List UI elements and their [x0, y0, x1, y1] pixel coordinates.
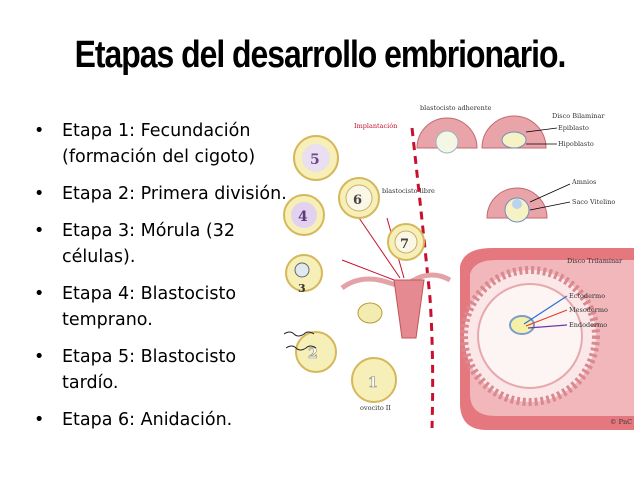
implantation-stage-a [416, 117, 478, 154]
label-copyright: © PnC 98 [610, 418, 634, 426]
stage-text: Etapa 1: Fecundación (formación del cigo… [62, 121, 256, 167]
stage-6-cell: 6 [338, 177, 380, 219]
label-hipoblasto: Hipoblasto [558, 140, 594, 148]
label-blastocisto-adherente: blastocisto adherente [420, 104, 491, 112]
stage-1-number: 1 [368, 375, 378, 391]
stage-3-number: 3 [298, 282, 306, 295]
stage-7-number: 7 [400, 237, 409, 252]
label-saco-vitelino: Saco Vitelino [572, 198, 615, 206]
stage-6-number: 6 [353, 193, 362, 208]
uterus-icon [340, 272, 452, 339]
stage-5-number: 5 [310, 152, 320, 168]
stage-item: • Etapa 6: Anidación. [28, 407, 290, 433]
label-ectodermo: Ectodermo [569, 292, 605, 300]
stage-text: Etapa 2: Primera división. [62, 184, 287, 204]
stage-2-number: 2 [308, 346, 318, 362]
bullet-icon: • [34, 284, 45, 304]
bullet-icon: • [34, 347, 45, 367]
label-disco-bilaminar: Disco Bilaminar [552, 112, 605, 120]
stage-item: • Etapa 5: Blastocisto tardío. [28, 344, 290, 396]
stage-2-cell: 2 [295, 331, 337, 373]
implantation-path [410, 127, 435, 429]
bullet-icon: • [34, 121, 45, 141]
stage-7-cell: 7 [387, 223, 425, 261]
stage-item: • Etapa 1: Fecundación (formación del cig… [28, 118, 290, 170]
label-epiblasto: Epiblasto [558, 124, 589, 132]
implantation-stage-c [486, 187, 548, 223]
embryo-development-diagram: Disco Trilaminar Ectodermo Mesodermo End… [283, 104, 634, 430]
stage-item: • Etapa 3: Mórula (32 células). [28, 218, 290, 270]
stage-text: Etapa 3: Mórula (32 células). [62, 221, 235, 267]
sperm-icon [285, 345, 317, 351]
stage-5-cell: 5 [293, 135, 339, 181]
label-blastocisto-libre: blastocisto libre [382, 187, 435, 195]
slide-title: Etapas del desarrollo embrionario. [74, 34, 567, 76]
bullet-icon: • [34, 221, 45, 241]
bullet-icon: • [34, 184, 45, 204]
stage-item: • Etapa 2: Primera división. [28, 181, 290, 207]
stage-list: • Etapa 1: Fecundación (formación del cig… [28, 118, 290, 444]
stage-4-number: 4 [298, 209, 308, 225]
stage-item: • Etapa 4: Blastocisto temprano. [28, 281, 290, 333]
stage-4-cell: 4 [283, 194, 325, 236]
label-ovocito: ovocito II [360, 404, 391, 412]
stage-1-cell: 1 [351, 357, 397, 403]
implantation-stage-b [481, 115, 547, 149]
label-endodermo: Endodermo [569, 321, 607, 329]
ovary-icon [357, 302, 383, 324]
label-amnios: Amnios [571, 178, 596, 186]
stage-3-cell: 3 [285, 254, 323, 295]
bullet-icon: • [34, 410, 45, 430]
label-mesodermo: Mesodermo [569, 306, 608, 314]
sperm-icon [283, 331, 315, 337]
label-implantacion: Implantación [354, 122, 397, 130]
label-disco-trilaminar: Disco Trilaminar [567, 257, 623, 265]
uterus-wall-section [460, 248, 634, 430]
stage-text: Etapa 6: Anidación. [62, 410, 233, 430]
stage-text: Etapa 5: Blastocisto tardío. [62, 347, 237, 393]
stage-text: Etapa 4: Blastocisto temprano. [62, 284, 237, 330]
